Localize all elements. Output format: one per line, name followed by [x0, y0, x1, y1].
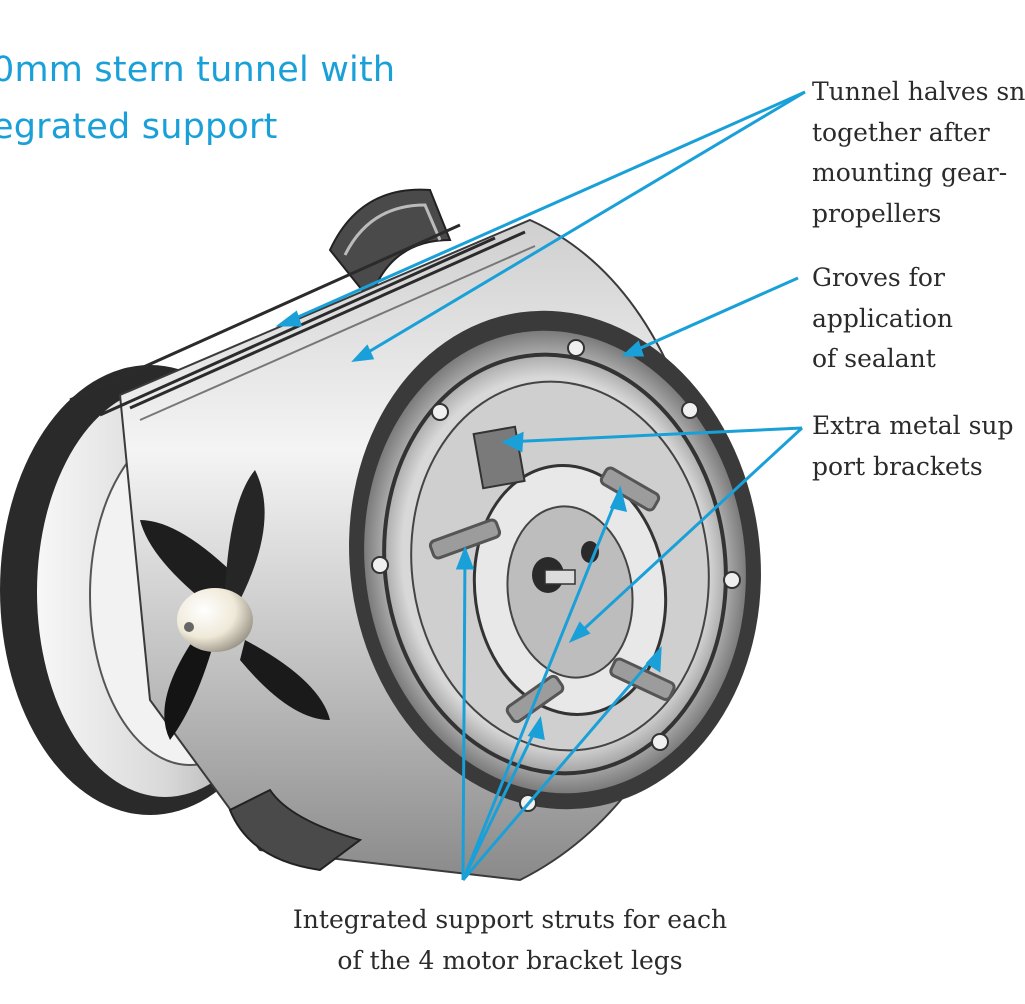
nose-cone [177, 588, 253, 652]
arrowhead [455, 545, 475, 570]
arrowhead [351, 344, 375, 362]
leader-tunnel-2 [354, 90, 806, 362]
leader-brackets-2 [570, 426, 804, 642]
callout-groves: Groves for application of sealant [812, 258, 953, 380]
callout-line: Integrated support struts for each [292, 905, 728, 934]
callout-line: Extra metal sup [812, 411, 1014, 440]
arrowhead [275, 310, 303, 327]
arrowhead [568, 621, 591, 644]
callout-line: application [812, 303, 954, 333]
tunnel-illustration [0, 90, 806, 882]
title-line-2: egrated support [0, 107, 278, 147]
callout-line: Groves for [812, 263, 945, 292]
leader-struts-4 [461, 649, 662, 881]
arrowhead [609, 485, 628, 513]
callout-tunnel-halves: Tunnel halves sn together after mounting… [812, 72, 1025, 234]
title-line-1: 0mm stern tunnel with [0, 50, 396, 90]
callout-brackets: Extra metal sup port brackets [812, 406, 1014, 487]
diagram-canvas: 0mm stern tunnel with egrated support Tu… [0, 50, 1025, 981]
callout-line: mounting gear- [812, 158, 1008, 187]
callout-line: propellers [812, 198, 942, 228]
arrowhead [501, 431, 524, 453]
leader-brackets-1 [504, 426, 803, 444]
callout-line: Tunnel halves sn [812, 77, 1025, 106]
arrowhead [527, 716, 545, 740]
propeller [140, 470, 330, 740]
arrowhead [621, 340, 645, 357]
leader-struts-2 [461, 489, 622, 881]
leader-struts-1 [461, 549, 467, 881]
callout-line: port brackets [812, 451, 983, 481]
arrowhead [645, 645, 662, 673]
leader-groves [624, 276, 799, 357]
upper-flange-lip [328, 188, 452, 303]
callout-line: of the 4 motor bracket legs [337, 945, 683, 975]
leader-struts-3 [461, 719, 542, 881]
callout-line: of sealant [812, 344, 936, 373]
callout-line: together after [812, 117, 990, 147]
leader-tunnel-1 [279, 90, 806, 327]
callout-struts: Integrated support struts for each of th… [230, 900, 790, 981]
leader-lines [275, 90, 806, 881]
lower-flange-lip [228, 788, 363, 872]
